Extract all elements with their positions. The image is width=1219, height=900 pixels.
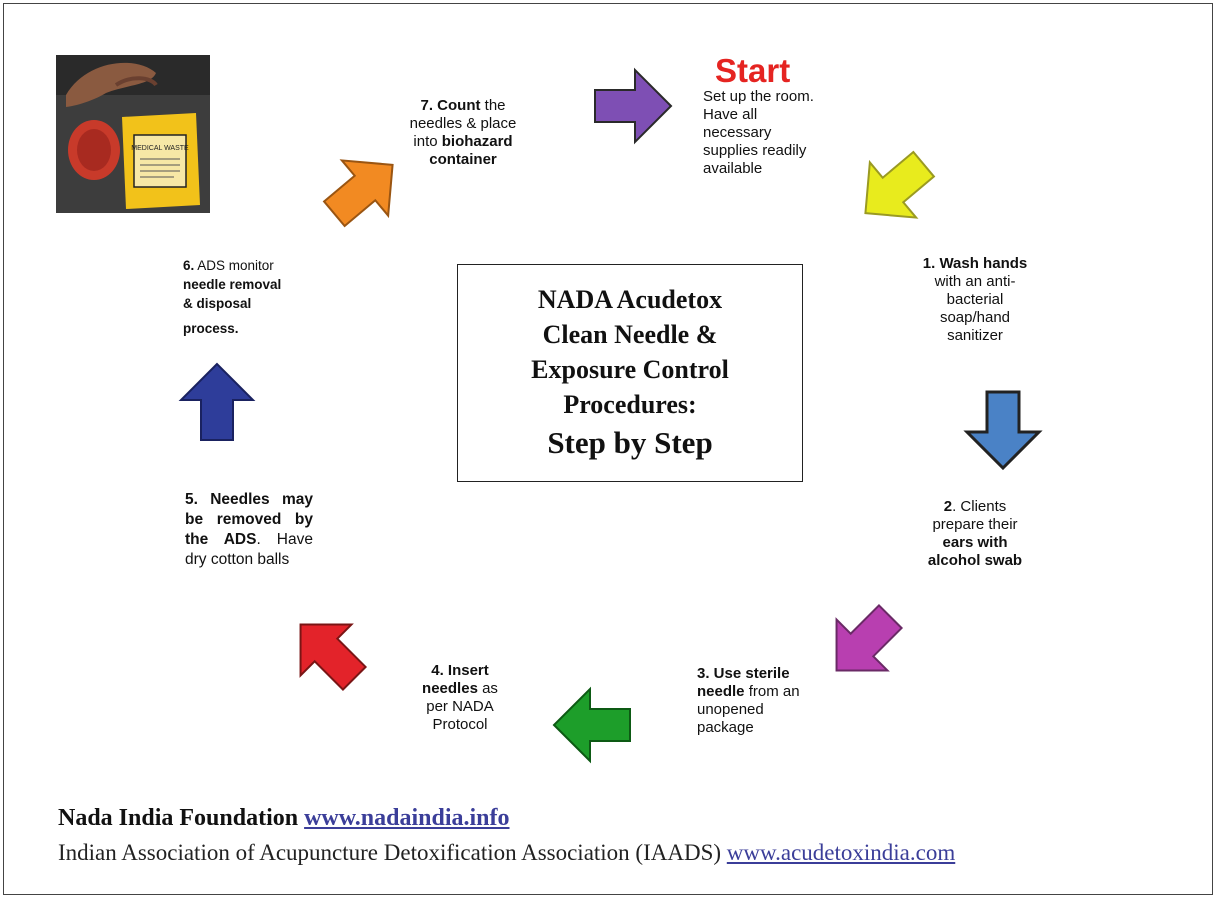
step-7-bold: biohazard <box>441 133 513 150</box>
start-line: Have all <box>703 106 758 123</box>
step-6-text: 6. ADS monitor needle removal & disposal… <box>183 256 318 338</box>
step-3-line: unopened <box>697 701 764 718</box>
step-4-bold: 4. Insert <box>431 662 489 679</box>
step-7-text: 7. Count the needles & place into biohaz… <box>388 97 538 169</box>
purple-arrow <box>594 69 672 143</box>
step-4-line: Protocol <box>432 716 488 733</box>
center-title-line: Exposure Control <box>531 355 729 384</box>
step-1-line: bacterial <box>946 291 1004 308</box>
blue-arrow <box>965 390 1041 470</box>
footer-org-name: Nada India Foundation <box>58 805 299 831</box>
start-title: Start <box>715 52 791 89</box>
footer-org: Nada India Foundation www.nadaindia.info <box>58 805 510 832</box>
step-7-line: the <box>480 97 506 114</box>
step-6-line: ADS monitor <box>194 258 274 273</box>
green-arrow <box>553 688 631 762</box>
step-1-text: 1. Wash hands with an anti- bacterial so… <box>900 255 1050 353</box>
step-7-line: needles & place <box>409 115 517 132</box>
navy-arrow <box>180 363 254 441</box>
step-2-line: prepare their <box>932 516 1018 533</box>
step-3-line: package <box>697 719 754 736</box>
step-7-bold: 7. Count <box>420 97 481 114</box>
start-line: available <box>703 160 763 177</box>
step-4-line: per NADA <box>426 698 494 715</box>
step-3-bold: needle <box>697 683 745 700</box>
step-4-line: as <box>477 680 498 697</box>
center-title-line: Clean Needle & <box>542 320 718 349</box>
step-5-line: . Have dry cotton balls <box>185 531 313 568</box>
step-7-line: into <box>413 133 442 150</box>
step-1-line: sanitizer <box>947 327 1003 344</box>
step-1-bold: 1. Wash hands <box>922 255 1028 272</box>
step-1-line: soap/hand <box>939 309 1011 326</box>
step-6-bold: & disposal <box>183 296 252 311</box>
slide-frame <box>3 3 1213 895</box>
step-3-line: from an <box>744 683 800 700</box>
step-2-line: . Clients <box>952 498 1007 515</box>
step-5-text: 5. Needles may be removed by the ADS. Ha… <box>185 490 313 586</box>
container-label: MEDICAL WASTE <box>131 145 189 152</box>
start-line: necessary <box>703 124 772 141</box>
step-1-line: with an anti- <box>934 273 1016 290</box>
step-2-bold: ears with <box>942 534 1008 551</box>
start-text: Set up the room. Have all necessary supp… <box>703 88 843 178</box>
yellow-arrow <box>841 135 948 242</box>
footer-assoc-link[interactable]: www.acudetoxindia.com <box>726 840 956 865</box>
step-4-bold: needles <box>422 680 478 697</box>
step-7-bold: container <box>429 151 497 168</box>
center-title-line: NADA Acudetox <box>537 285 723 314</box>
step-5-bold: 5. Needles may be removed by the ADS <box>185 491 313 548</box>
step-2-bold: 2 <box>943 498 953 515</box>
start-line: supplies readily <box>703 142 807 159</box>
center-title-box: NADA Acudetox Clean Needle & Exposure Co… <box>457 264 803 482</box>
start-line: Set up the room. <box>703 88 814 105</box>
step-6-bold: 6. <box>183 258 195 273</box>
footer-assoc-name: Indian Association of Acupuncture Detoxi… <box>58 840 722 865</box>
step-4-text: 4. Insert needles as per NADA Protocol <box>395 662 525 734</box>
step-3-text: 3. Use sterile needle from an unopened p… <box>697 665 837 737</box>
red-arrow <box>274 598 381 705</box>
sharps-container-photo: MEDICAL WASTE <box>56 55 210 213</box>
footer-org-link[interactable]: www.nadaindia.info <box>304 805 510 831</box>
step-6-bold: needle removal <box>183 277 282 292</box>
step-3-bold: 3. Use sterile <box>697 665 790 682</box>
step-2-bold: alcohol swab <box>927 552 1023 569</box>
center-title-line: Procedures: <box>563 390 697 419</box>
step-6-bold: process. <box>183 321 239 336</box>
step-2-text: 2. Clients prepare their ears with alcoh… <box>905 498 1045 570</box>
center-subtitle: Step by Step <box>547 425 713 460</box>
footer-assoc: Indian Association of Acupuncture Detoxi… <box>58 840 955 866</box>
